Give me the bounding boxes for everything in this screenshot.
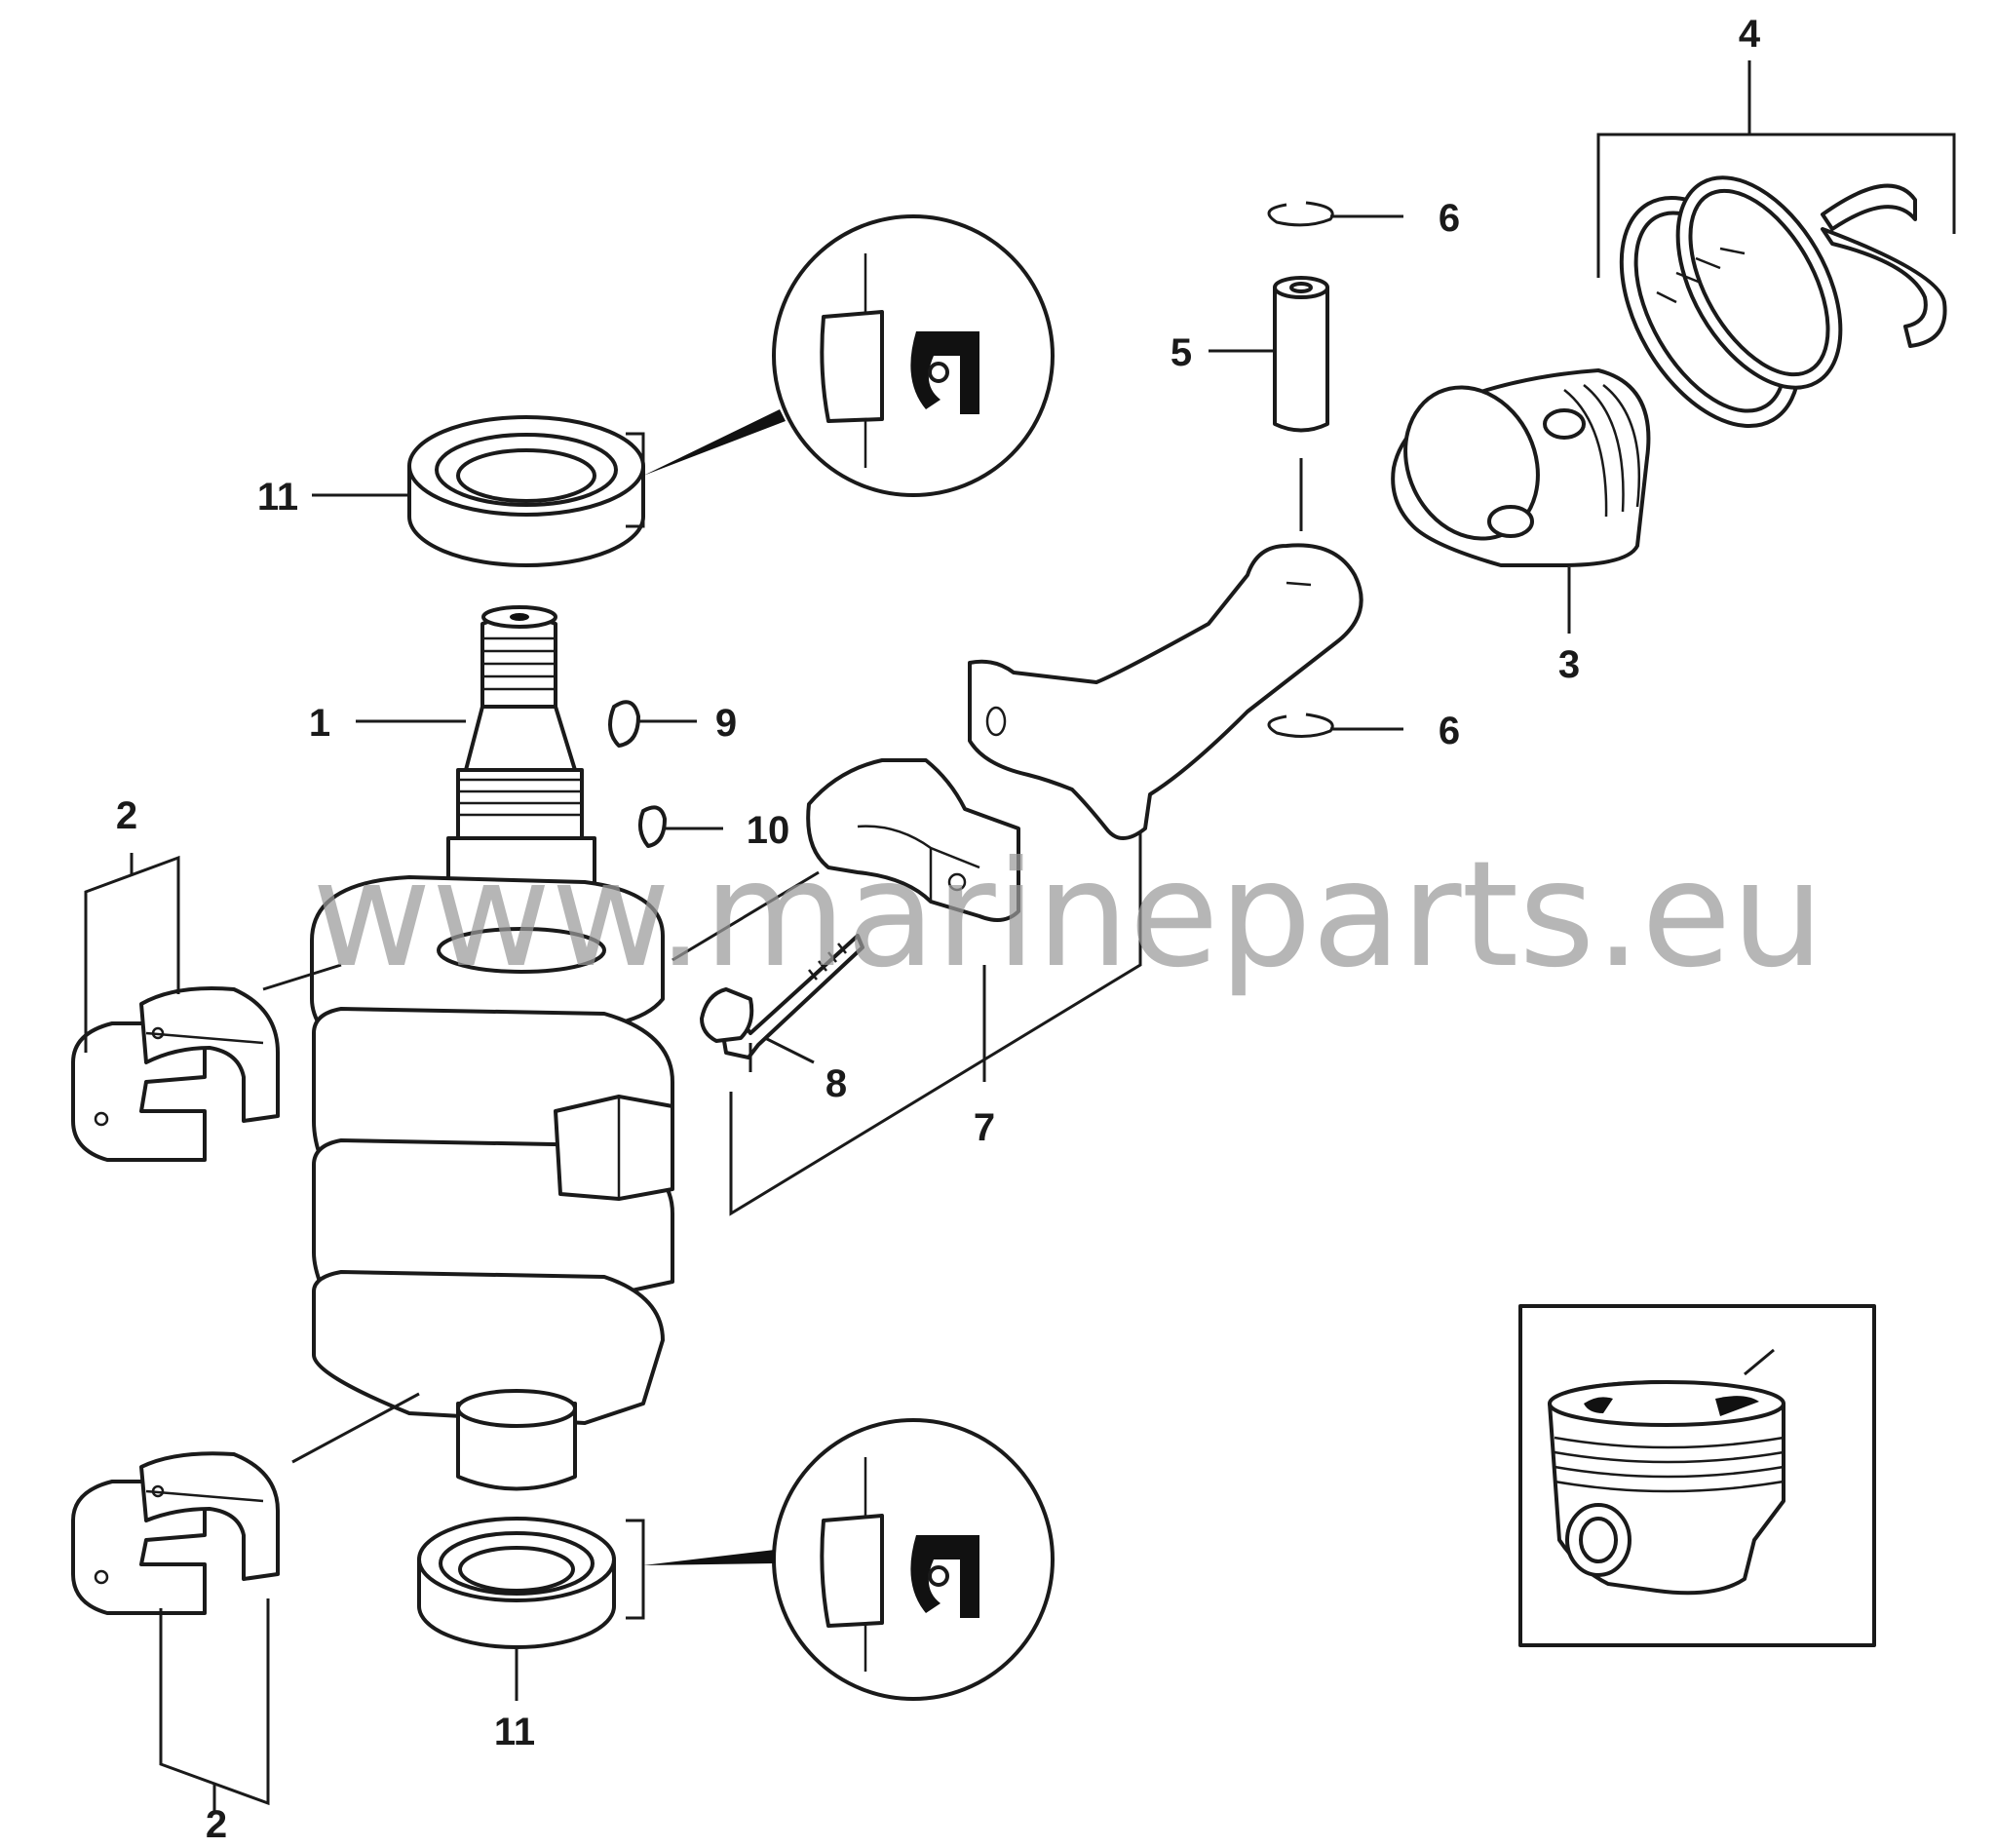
- piston-detail-inset: [1518, 1304, 1876, 1647]
- watermark: www.marineparts.eu: [312, 830, 1824, 1000]
- callout-1: 1: [309, 702, 330, 745]
- callout-3: 3: [1558, 643, 1580, 686]
- callout-5: 5: [1171, 331, 1192, 374]
- callout-9: 9: [715, 702, 737, 745]
- woodruff-key-10: [637, 805, 667, 848]
- woodruff-key-9: [608, 700, 640, 748]
- callout-4: 4: [1739, 13, 1761, 56]
- piston: [1391, 368, 1651, 567]
- pin-clip-bottom: [1267, 712, 1334, 738]
- crankshaft: [310, 605, 674, 1491]
- oil-seal-top: [407, 415, 645, 567]
- callout-6-top: 6: [1439, 197, 1460, 240]
- main-bearing-upper: [71, 986, 280, 1162]
- callout-10: 10: [747, 809, 790, 852]
- callout-7: 7: [974, 1106, 995, 1149]
- piston-rings: [1619, 175, 1947, 429]
- callout-2-lower: 2: [206, 1803, 227, 1846]
- rod-cap: [806, 758, 1020, 922]
- leader-lines: [84, 60, 1956, 1813]
- piston-pin: [1273, 276, 1329, 433]
- seal-detail-pointers: [626, 409, 786, 1620]
- pin-clip-top: [1267, 201, 1334, 227]
- seal-detail-top: [772, 214, 1055, 497]
- callout-2-upper: 2: [116, 794, 137, 837]
- callout-8: 8: [825, 1062, 847, 1105]
- seal-detail-bottom: [772, 1418, 1055, 1701]
- oil-seal-bottom: [417, 1517, 616, 1649]
- main-bearing-lower: [71, 1451, 280, 1615]
- callout-11-bottom: 11: [494, 1711, 535, 1753]
- callout-11-top: 11: [257, 476, 298, 519]
- rod-bolt: [700, 934, 864, 1059]
- connecting-rod: [968, 543, 1363, 840]
- callout-6-bottom: 6: [1439, 710, 1460, 752]
